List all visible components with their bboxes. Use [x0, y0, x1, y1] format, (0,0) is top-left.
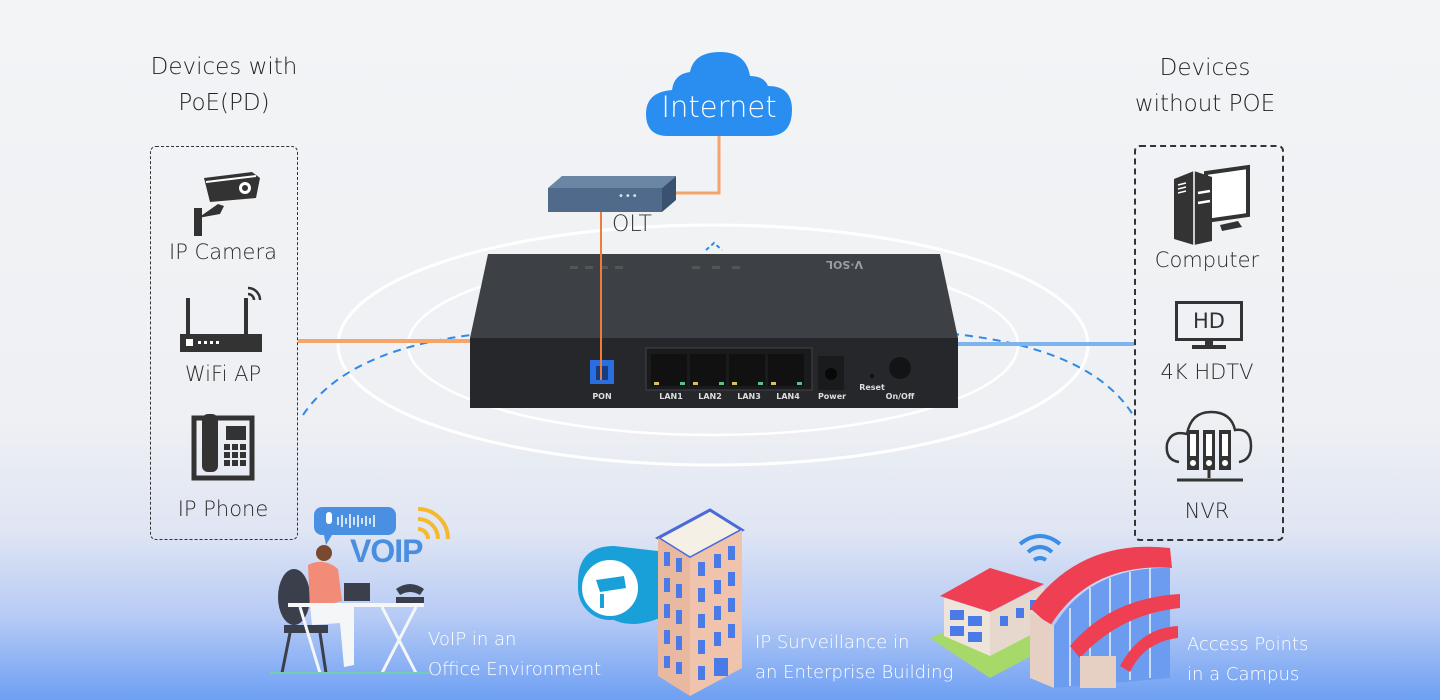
left-title-line2: PoE(PD): [178, 90, 270, 116]
non-poe-devices-box: [1134, 145, 1284, 541]
olt-label: OLT: [612, 212, 652, 237]
campus-caption-line2: in a Campus: [1187, 664, 1300, 685]
voip-caption-line1: VoIP in an: [428, 629, 517, 650]
surveillance-caption-line2: an Enterprise Building: [755, 662, 954, 683]
port-lan1-label: LAN1: [659, 392, 683, 401]
voip-caption-line2: Office Environment: [428, 659, 602, 680]
device-label-nvr: NVR: [1184, 499, 1230, 523]
voip-office-illustration: [270, 507, 450, 674]
olt-device-icon: [548, 176, 676, 212]
enterprise-building-illustration: [578, 508, 745, 696]
olt-status-dots: •••: [618, 191, 639, 202]
left-title-line1: Devices with: [150, 54, 298, 80]
on-off-label: On/Off: [885, 392, 915, 401]
onu-body: [470, 254, 958, 408]
left-group-title: Devices with PoE(PD): [134, 49, 314, 121]
port-lan4-label: LAN4: [776, 392, 800, 401]
port-lan3-label: LAN3: [737, 392, 761, 401]
desktop-computer-icon: [1174, 164, 1250, 245]
reset-label: Reset: [859, 383, 885, 392]
hd-monitor-icon: HD: [1175, 301, 1243, 349]
device-label-ip-camera: IP Camera: [169, 240, 277, 264]
cloud-icon: [646, 52, 792, 136]
port-lan2-label: LAN2: [698, 392, 722, 401]
fiber-internet-olt: [676, 135, 721, 195]
scenario-caption-campus: Access Points in a Campus: [1187, 630, 1308, 690]
voip-badge: VOIP: [350, 533, 423, 569]
right-title-line2: without POE: [1134, 91, 1276, 117]
device-label-wifi-ap: WiFi AP: [184, 362, 262, 386]
hd-badge: HD: [1175, 301, 1243, 341]
cloud-storage-icon: [1165, 410, 1253, 482]
brand-logo: V·SOL: [826, 258, 863, 271]
internet-cloud: Internet: [646, 52, 792, 138]
port-power-label: Power: [817, 392, 847, 401]
campus-caption-line1: Access Points: [1187, 634, 1309, 655]
onu-device: V·SOL PON LAN1 LAN2 LAN3 LAN4 Power Rese…: [470, 252, 960, 412]
desk-phone-icon: [191, 414, 255, 481]
right-group-title: Devices without POE: [1115, 50, 1295, 122]
right-title-line1: Devices: [1159, 55, 1251, 81]
surveillance-caption-line1: IP Surveillance in: [755, 632, 910, 653]
device-label-4k-hdtv: 4K HDTV: [1160, 360, 1254, 384]
fiber-olt-onu: [600, 212, 602, 380]
wifi-router-icon: [180, 286, 262, 352]
port-pon-label: PON: [592, 392, 612, 401]
scenario-caption-surveillance: IP Surveillance in an Enterprise Buildin…: [755, 628, 953, 688]
wireless-up-arrow: [705, 241, 723, 251]
poe-devices-box: [150, 146, 298, 540]
device-label-computer: Computer: [1154, 248, 1260, 272]
internet-label: Internet: [661, 90, 777, 124]
scenario-caption-voip: VoIP in an Office Environment: [428, 625, 601, 685]
device-label-ip-phone: IP Phone: [177, 497, 269, 521]
campus-illustration: [930, 534, 1180, 688]
cctv-camera-icon: [194, 172, 260, 236]
